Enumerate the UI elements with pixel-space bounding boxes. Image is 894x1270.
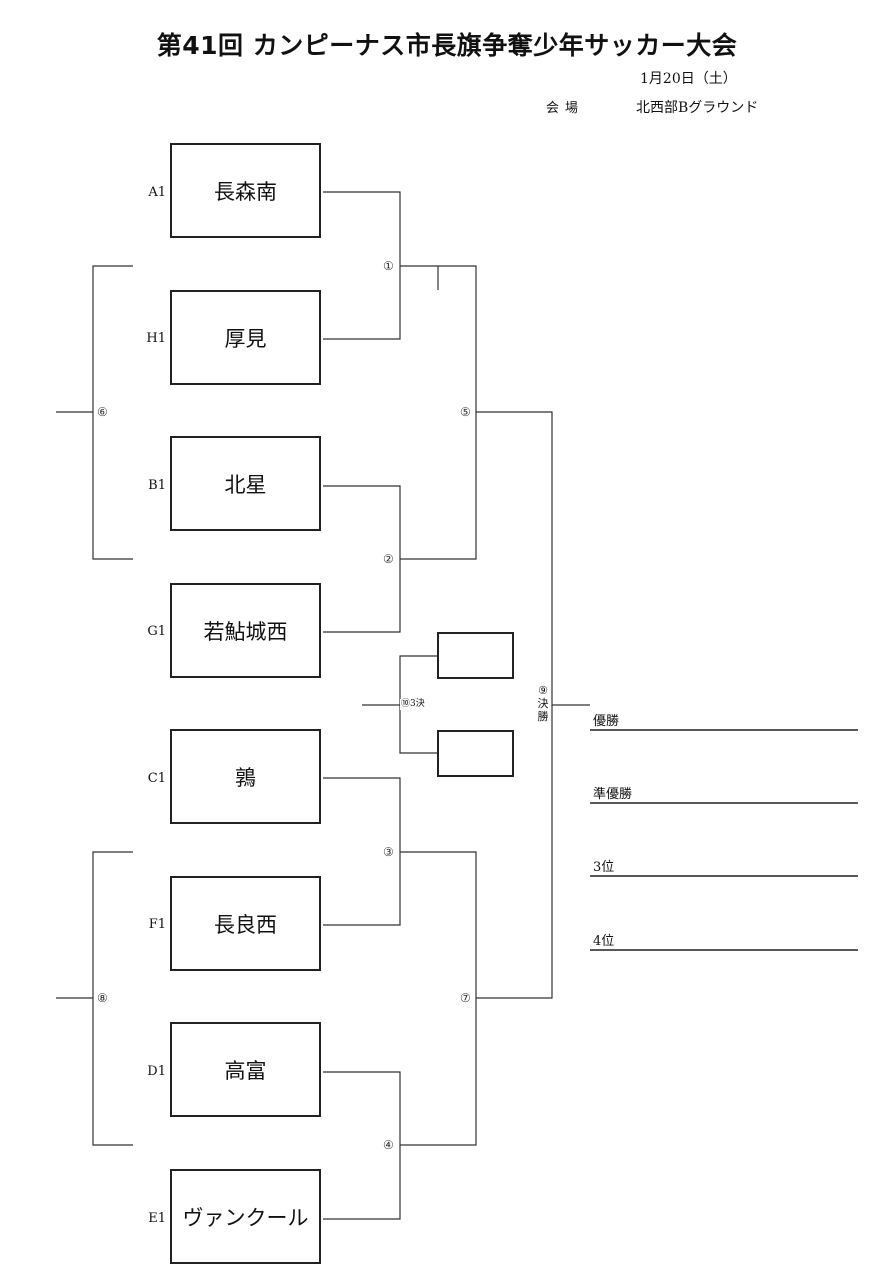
third-place-match-marker: ⑩3決 [400, 699, 426, 710]
seed-label: E1 [148, 1211, 166, 1226]
team-box: 北星 [170, 436, 321, 531]
match-number-5: ⑤ [460, 405, 471, 419]
team-box: 鶉 [170, 729, 321, 824]
seed-label: G1 [147, 624, 166, 639]
team-box: 長森南 [170, 143, 321, 238]
team-box: 若鮎城西 [170, 583, 321, 678]
winner-label: 優勝 [593, 714, 620, 729]
match-number-1: ① [383, 259, 394, 273]
third-place-label: 3位 [593, 860, 615, 875]
team-name: 鶉 [235, 765, 256, 790]
final-label: 決勝 [537, 697, 549, 723]
match-number-6: ⑥ [97, 405, 108, 419]
seed-label: A1 [148, 185, 166, 200]
venue-name: 北西部Bグラウンド [636, 100, 759, 116]
team-name: 長良西 [214, 912, 277, 937]
runner-up-label: 準優勝 [593, 787, 633, 802]
team-box: 高富 [170, 1022, 321, 1117]
seed-label: H1 [146, 331, 166, 346]
team-name: 高富 [224, 1058, 267, 1083]
tournament-title: 第41回 カンピーナス市長旗争奪少年サッカー大会 [156, 31, 738, 60]
third-place-slot-bottom [437, 730, 514, 777]
event-date: 1月20日（土） [640, 71, 737, 87]
match-number-2: ② [383, 552, 394, 566]
seed-label: F1 [148, 917, 166, 932]
seed-label: C1 [147, 771, 166, 786]
final-match-marker: ⑨ 決勝 [535, 684, 551, 723]
team-box: 厚見 [170, 290, 321, 385]
team-name: 長森南 [214, 179, 277, 204]
venue-label: 会場 [546, 101, 585, 116]
match-number-3: ③ [383, 845, 394, 859]
team-name: 若鮎城西 [203, 619, 288, 644]
team-name: 厚見 [224, 326, 267, 351]
match-number-7: ⑦ [460, 991, 471, 1005]
match-number-8: ⑧ [97, 991, 108, 1005]
team-box: 長良西 [170, 876, 321, 971]
match-number-4: ④ [383, 1138, 394, 1152]
match-number-9: ⑨ [538, 684, 548, 697]
third-place-slot-top [437, 632, 514, 679]
seed-label: D1 [147, 1064, 166, 1079]
fourth-place-label: 4位 [593, 934, 615, 949]
team-box: ヴァンクール [170, 1169, 321, 1264]
team-name: ヴァンクール [182, 1205, 309, 1230]
seed-label: B1 [148, 478, 166, 493]
team-name: 北星 [224, 472, 267, 497]
